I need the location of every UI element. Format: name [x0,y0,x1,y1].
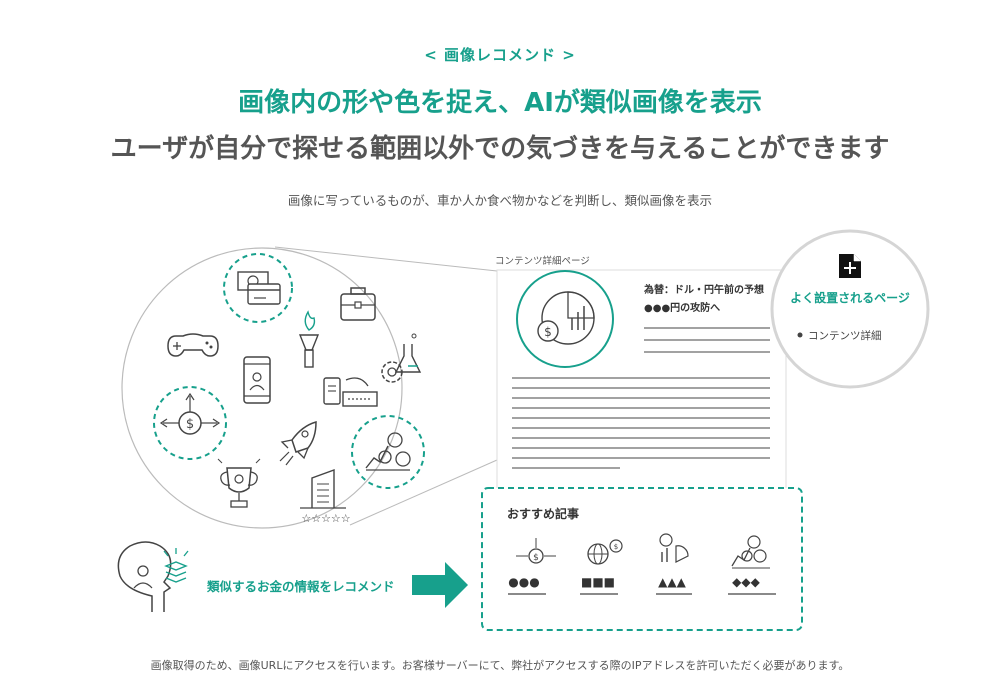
subtext: 画像に写っているものが、車か人か食べ物かなどを判断し、類似画像を表示 [287,193,713,208]
headline-primary: 画像内の形や色を捉え、AIが類似画像を表示 [238,88,762,118]
rec-item-dollar-icon: $ [516,538,556,564]
callout-bullet [797,332,803,338]
article-title-line2: ●●●円の攻防へ [644,301,720,314]
rec-item-4-marks: ◆◆◆ [732,575,760,589]
gear-flask-icon [381,333,422,383]
svg-text:$: $ [533,553,539,563]
rec-item-globe-icon: $ [587,539,623,565]
growth-coins-icon [351,415,425,489]
article-title-line1: 為替：ドル・円午前の予想 [643,283,764,296]
footer-note: 画像取得のため、画像URLにアクセスを行います。お客様サーバーにて、弊社がアクセ… [150,659,850,672]
recommend-box [481,487,803,631]
add-document-icon [839,254,861,278]
smartphone-profile-icon [243,356,271,404]
flow-arrow-icon [412,562,468,608]
dollar-arrows-icon: $ [153,386,227,460]
torch-icon [298,310,320,368]
device-transfer-icon [323,377,378,407]
rec-item-2-marks: ■■■ [581,575,615,589]
briefcase-icon [340,287,376,321]
headline-secondary: ユーザが自分で探せる範囲以外での気づきを与えることができます [110,134,890,164]
rec-item-chart-coins-icon [659,533,689,563]
pie-chart-dollar-icon: $ [516,270,614,368]
rocket-icon [279,421,317,466]
rating-stars: ☆☆☆☆☆ [301,512,350,525]
svg-text:$: $ [614,543,618,551]
zoom-line-bottom [349,459,498,526]
svg-text:$: $ [544,325,552,339]
rec-item-3-marks: ▲▲▲ [658,575,686,589]
money-cards-icon [223,253,293,323]
section-label: < 画像レコメンド > [424,46,576,64]
page-caption: コンテンツ詳細ページ [495,255,590,267]
callout-circle [770,229,930,389]
article-summary-lines [644,327,770,353]
rec-item-growth-coins-icon [731,535,770,569]
flow-label: 類似するお金の情報をレコメンド [206,579,395,594]
zoom-line-top [274,246,498,272]
ai-head-icon [117,541,189,612]
recommend-heading: おすすめ記事 [507,506,579,521]
article-body-lines [512,377,770,469]
trophy-icon [217,458,261,508]
rec-item-1-marks: ●●● [508,575,539,589]
callout-title: よく設置されるページ [790,290,910,305]
building-rating-icon [300,469,346,509]
svg-text:$: $ [186,417,194,432]
gamepad-icon [167,333,219,357]
callout-item: コンテンツ詳細 [808,329,882,342]
